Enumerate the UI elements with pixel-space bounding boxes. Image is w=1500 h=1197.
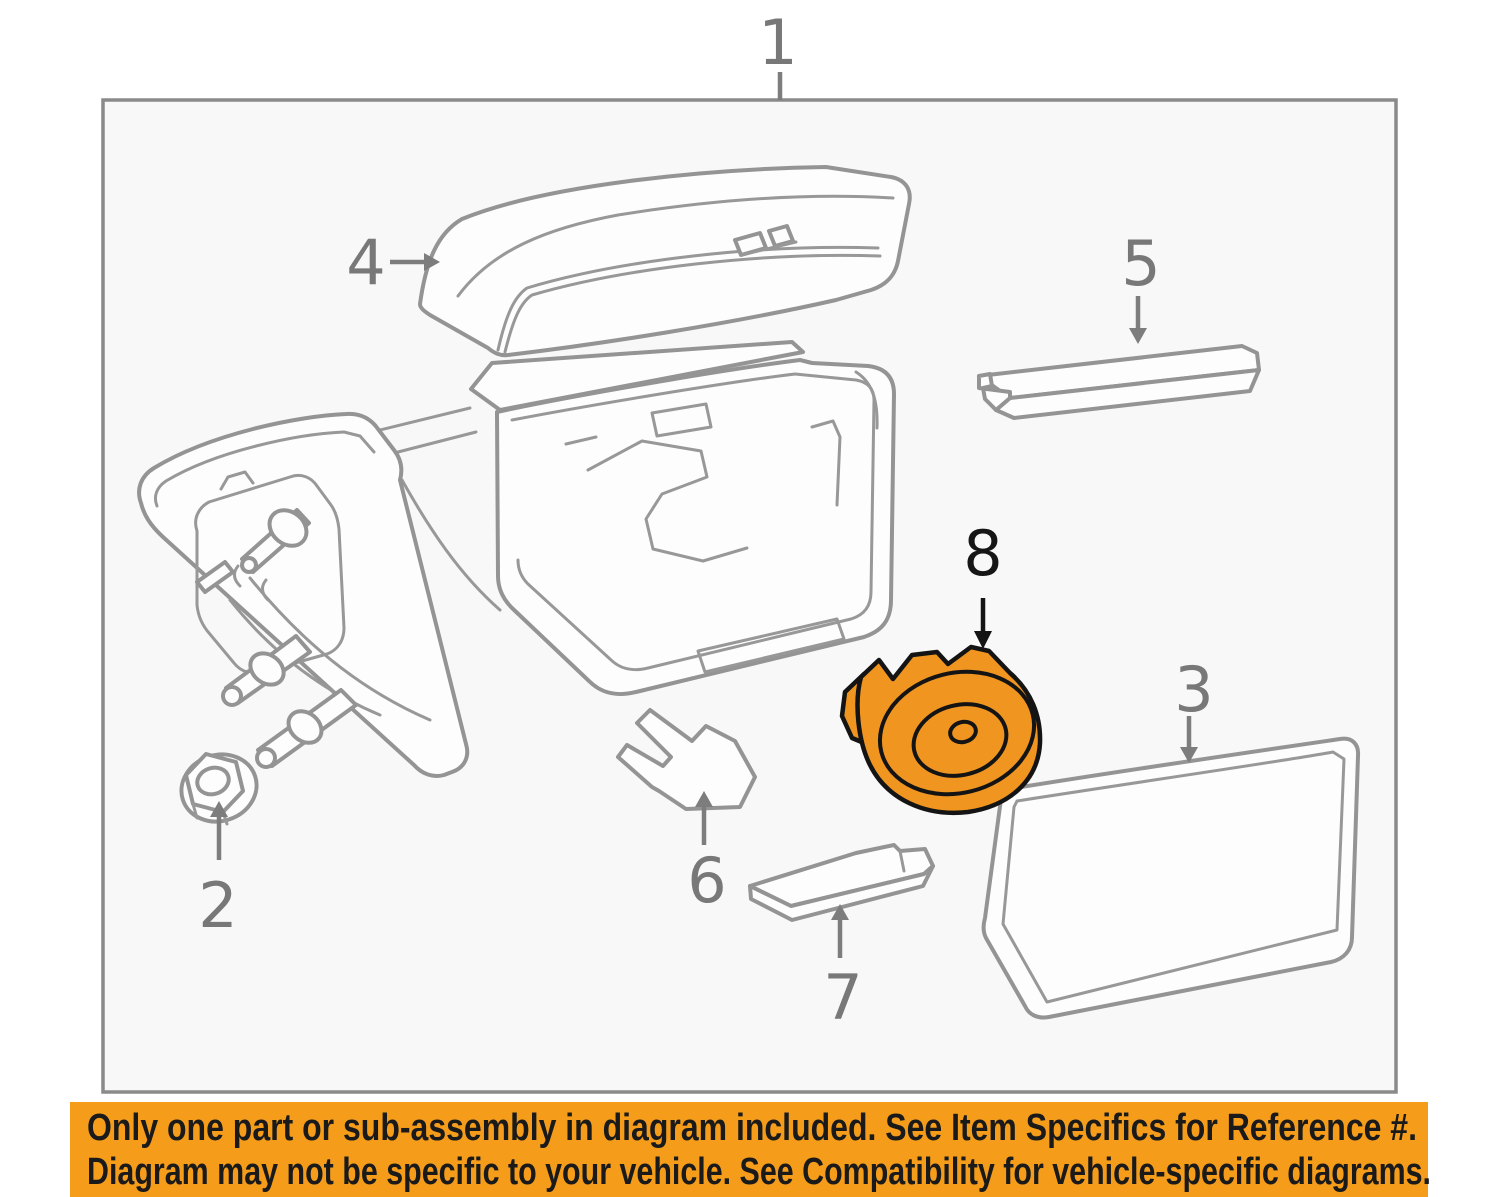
stud-collar [248, 651, 286, 687]
mirror-cap-drawing [418, 165, 912, 358]
part-3-arrow-icon [1180, 747, 1198, 763]
part-label-2: 2 [198, 869, 237, 942]
lamp-module-drawing [748, 843, 935, 922]
sail-bracket-drawing [137, 411, 470, 778]
part-5-callout: 5 [1121, 227, 1161, 344]
lamp-center-hole [948, 719, 978, 745]
mirror-housing-drawing [378, 340, 896, 697]
part-label-5: 5 [1121, 227, 1160, 300]
part-label-7: 7 [823, 961, 862, 1034]
part-label-1: 1 [758, 6, 797, 79]
part-label-3: 3 [1174, 653, 1213, 726]
disclaimer-banner: Only one part or sub-assembly in diagram… [70, 1102, 1431, 1197]
part-label-4: 4 [346, 226, 385, 299]
part-1-callout: 1 [758, 6, 798, 100]
part-2-callout: 2 [198, 801, 238, 942]
part-3-callout: 3 [1174, 653, 1214, 763]
turn-signal-lamp-drawing [839, 644, 1043, 816]
disclaimer-banner-background [70, 1102, 1428, 1197]
cap-clip-tab [767, 224, 795, 248]
trim-strip-drawing [977, 344, 1261, 420]
stud-collar [267, 508, 309, 548]
part-8-arrow-icon [974, 631, 992, 649]
lamp-ring-inner [911, 702, 1009, 778]
mirror-glass-drawing [981, 736, 1361, 1020]
part-4-arrow-icon [424, 253, 440, 271]
stud-collar [286, 709, 324, 745]
part-5-arrow-icon [1129, 328, 1147, 344]
part-label-6: 6 [687, 844, 726, 917]
part-4-callout: 4 [346, 226, 440, 299]
part-7-callout: 7 [823, 904, 863, 1034]
disclaimer-line-2: Diagram may not be specific to your vehi… [87, 1151, 1431, 1193]
part-label-8: 8 [963, 517, 1002, 590]
part-7-arrow-icon [831, 904, 849, 920]
part-6-arrow-icon [695, 791, 713, 807]
part-8-callout: 8 [963, 517, 1003, 649]
bracket-clip-drawing [616, 708, 757, 811]
part-2-arrow-icon [210, 801, 228, 817]
lamp-ring-outer [877, 669, 1037, 797]
disclaimer-line-1: Only one part or sub-assembly in diagram… [87, 1107, 1417, 1149]
part-6-callout: 6 [687, 791, 727, 917]
